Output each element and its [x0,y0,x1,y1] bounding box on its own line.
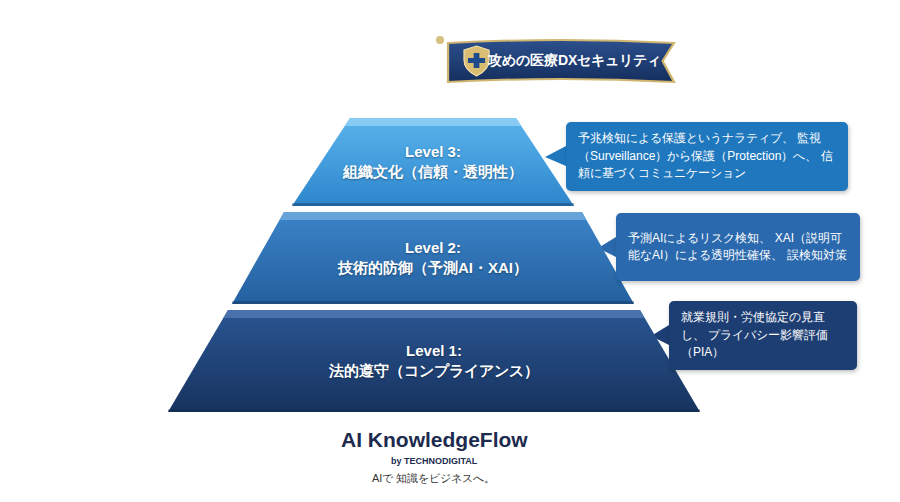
cross-icon [468,53,485,68]
level-title: 法的遵守（コンプライアンス） [329,361,539,381]
tier-bevel [345,118,522,126]
tier-bevel [223,310,644,318]
title-banner: 攻めの医療DXセキュリティ [448,40,674,82]
tier-shadow [292,203,574,206]
tier-shadow [168,409,700,412]
tier-shape [168,310,700,412]
callout-box: 予測AIによるリスク検知、 XAI（説明可能なAI）による透明性確保、 誤検知対… [616,213,860,281]
banner-text: 攻めの医療DXセキュリティ [488,40,661,82]
pole-finial [436,36,444,44]
banner-ribbon [448,40,674,82]
logo-name: AI KnowledgeFlow [341,428,528,452]
tier-label-area: Level 3:組織文化（信頼・透明性） [327,118,539,206]
tier-label-area: Level 2:技術的防御（予測AI・XAI） [263,212,603,304]
pyramid-tier: Level 2:技術的防御（予測AI・XAI） [232,212,634,304]
level-heading: Level 2: [405,238,461,258]
level-heading: Level 1: [406,341,462,361]
callout-pointer [545,146,566,166]
tier-shadow [232,301,634,304]
tier-label-area: Level 1:法的遵守（コンプライアンス） [204,310,664,412]
callout-text: 予測AIによるリスク検知、 XAI（説明可能なAI）による透明性確保、 誤検知対… [628,230,848,265]
shield-icon [464,46,489,76]
level-heading: Level 3: [405,142,461,162]
pyramid-tier: Level 1:法的遵守（コンプライアンス） [168,310,700,412]
tier-bevel [279,212,586,220]
level-title: 技術的防御（予測AI・XAI） [338,258,528,278]
logo-byline: by TECHNODIGITAL [391,456,477,466]
callout-box: 就業規則・労使協定の見直し、 プライバシー影響評価（PIA） [669,301,857,370]
tier-shape [232,212,634,304]
callout-box: 予兆検知による保護というナラティブ、 監視（Surveillance）から保護（… [566,122,848,191]
tier-face [232,212,634,304]
tier-shape [292,118,574,206]
level-title: 組織文化（信頼・透明性） [343,162,523,182]
tier-face [292,118,574,206]
logo-tagline: AIで 知識をビジネスへ。 [372,471,495,486]
callout-text: 就業規則・労使協定の見直し、 プライバシー影響評価（PIA） [681,309,845,361]
callout-text: 予兆検知による保護というナラティブ、 監視（Surveillance）から保護（… [578,130,836,182]
pyramid-tier: Level 3:組織文化（信頼・透明性） [292,118,574,206]
tier-face [168,310,700,412]
flag-pole [438,42,442,120]
